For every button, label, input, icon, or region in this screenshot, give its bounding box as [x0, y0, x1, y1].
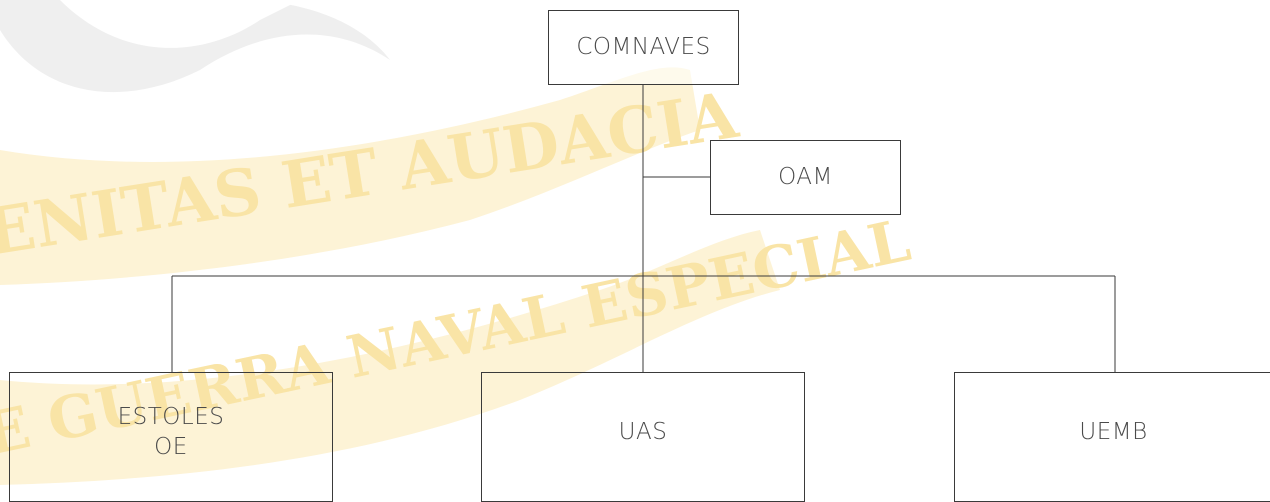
node-uas: UAS: [481, 372, 805, 502]
node-oam: OAM: [710, 140, 901, 215]
ribbon-bottom: [0, 230, 780, 485]
seal-ring-inner: [60, 0, 300, 48]
ribbon-top: [0, 67, 700, 285]
node-comnaves: COMNAVES: [548, 10, 739, 85]
node-estoles-oe: ESTOLES OE: [9, 372, 333, 502]
node-uemb: UEMB: [954, 372, 1270, 502]
